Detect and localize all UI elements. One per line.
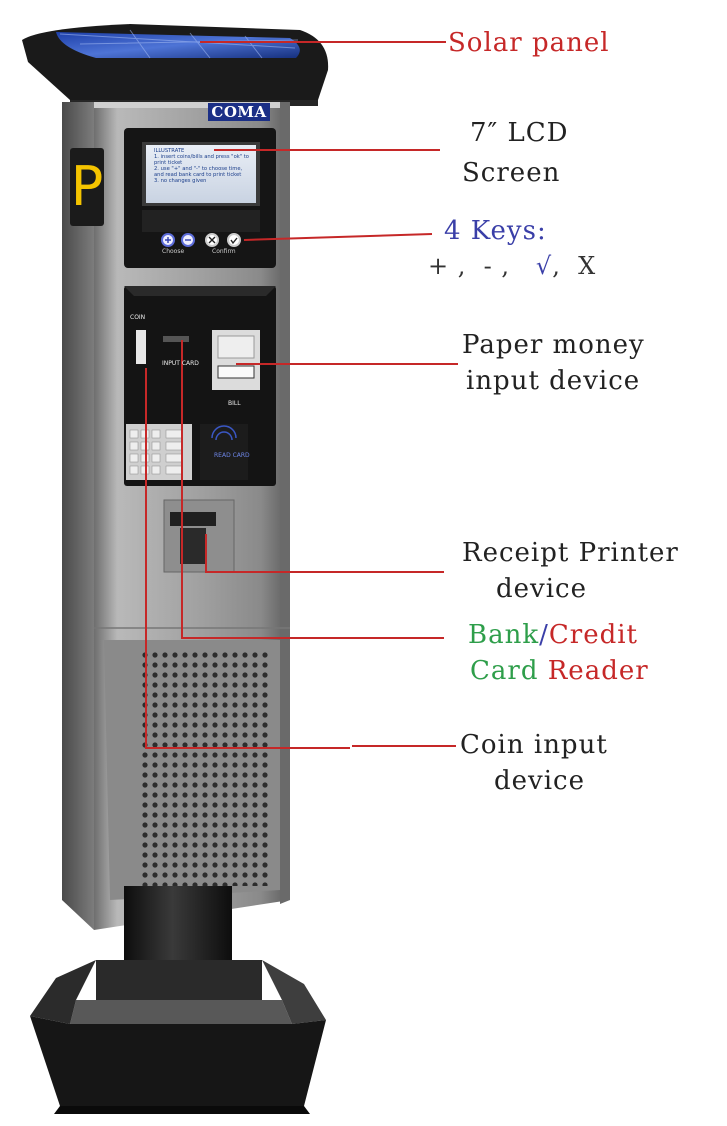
- callout-keys-symbols: + , - , √, X: [428, 252, 597, 280]
- callout-coin-line1: Coin input: [460, 730, 608, 760]
- receipt-printer: [163, 499, 235, 573]
- printer-leader: [205, 534, 444, 573]
- callout-card-reader: Card Reader: [470, 656, 649, 686]
- bank-word: Bank: [468, 620, 540, 650]
- choose-caption: Choose: [162, 248, 185, 255]
- screen-line: 2. use "+" and "-" to choose time, and r…: [154, 166, 243, 178]
- key-plus-symbol: +: [428, 252, 450, 280]
- callout-lcd-line2: Screen: [462, 158, 561, 188]
- screen-line: 1. insert coins/bills and press "ok" to …: [154, 154, 249, 166]
- card-reader-leader: [181, 340, 444, 639]
- lcd-housing: [124, 128, 276, 268]
- pole-and-base: [30, 886, 326, 1114]
- payment-panel: [124, 286, 276, 486]
- lcd-screen: [146, 145, 256, 203]
- key-check-symbol: √: [535, 252, 553, 280]
- callout-keys-title: 4 Keys:: [444, 216, 547, 246]
- brand-plate: COMA: [208, 103, 270, 121]
- coin-slot: [136, 330, 146, 364]
- slash: /: [539, 620, 549, 650]
- screen-line: 3. no changes given: [154, 178, 207, 184]
- bill-label: BILL: [228, 400, 241, 407]
- confirm-caption: Confirm: [212, 248, 236, 255]
- reader-word: Reader: [547, 656, 649, 686]
- keypad-row: [161, 233, 241, 247]
- card-reader-pad: [200, 424, 248, 480]
- read-card-label: READ CARD: [214, 452, 250, 459]
- callout-bank-credit: Bank/Credit: [468, 620, 638, 650]
- card-word: Card: [470, 656, 539, 686]
- callout-paper-line1: Paper money: [462, 330, 645, 360]
- leader-lines: [145, 41, 458, 749]
- keys-leader: [243, 233, 433, 241]
- callout-solar-panel: Solar panel: [448, 28, 610, 58]
- callout-printer-line1: Receipt Printer: [462, 538, 679, 568]
- lcd-instructions: ILLUSTRATE 1. insert coins/bills and pre…: [154, 148, 250, 184]
- key-x-symbol: X: [578, 252, 597, 280]
- callout-coin-line2: device: [494, 766, 585, 796]
- screen-line: ILLUSTRATE: [154, 148, 185, 154]
- coin-leader: [145, 368, 456, 749]
- callout-paper-line2: input device: [466, 366, 641, 396]
- coin-label: COIN: [130, 314, 146, 321]
- speaker-grille: [104, 640, 280, 900]
- card-slot: [163, 336, 189, 342]
- input-card-label: INPUT CARD: [162, 360, 199, 367]
- callout-lcd-line1: 7″ LCD: [470, 118, 569, 148]
- parking-sign: P: [70, 148, 104, 226]
- credit-word: Credit: [548, 620, 638, 650]
- solar-panel-cap: [22, 24, 329, 106]
- key-minus-symbol: -: [483, 252, 493, 280]
- callout-printer-line2: device: [496, 574, 587, 604]
